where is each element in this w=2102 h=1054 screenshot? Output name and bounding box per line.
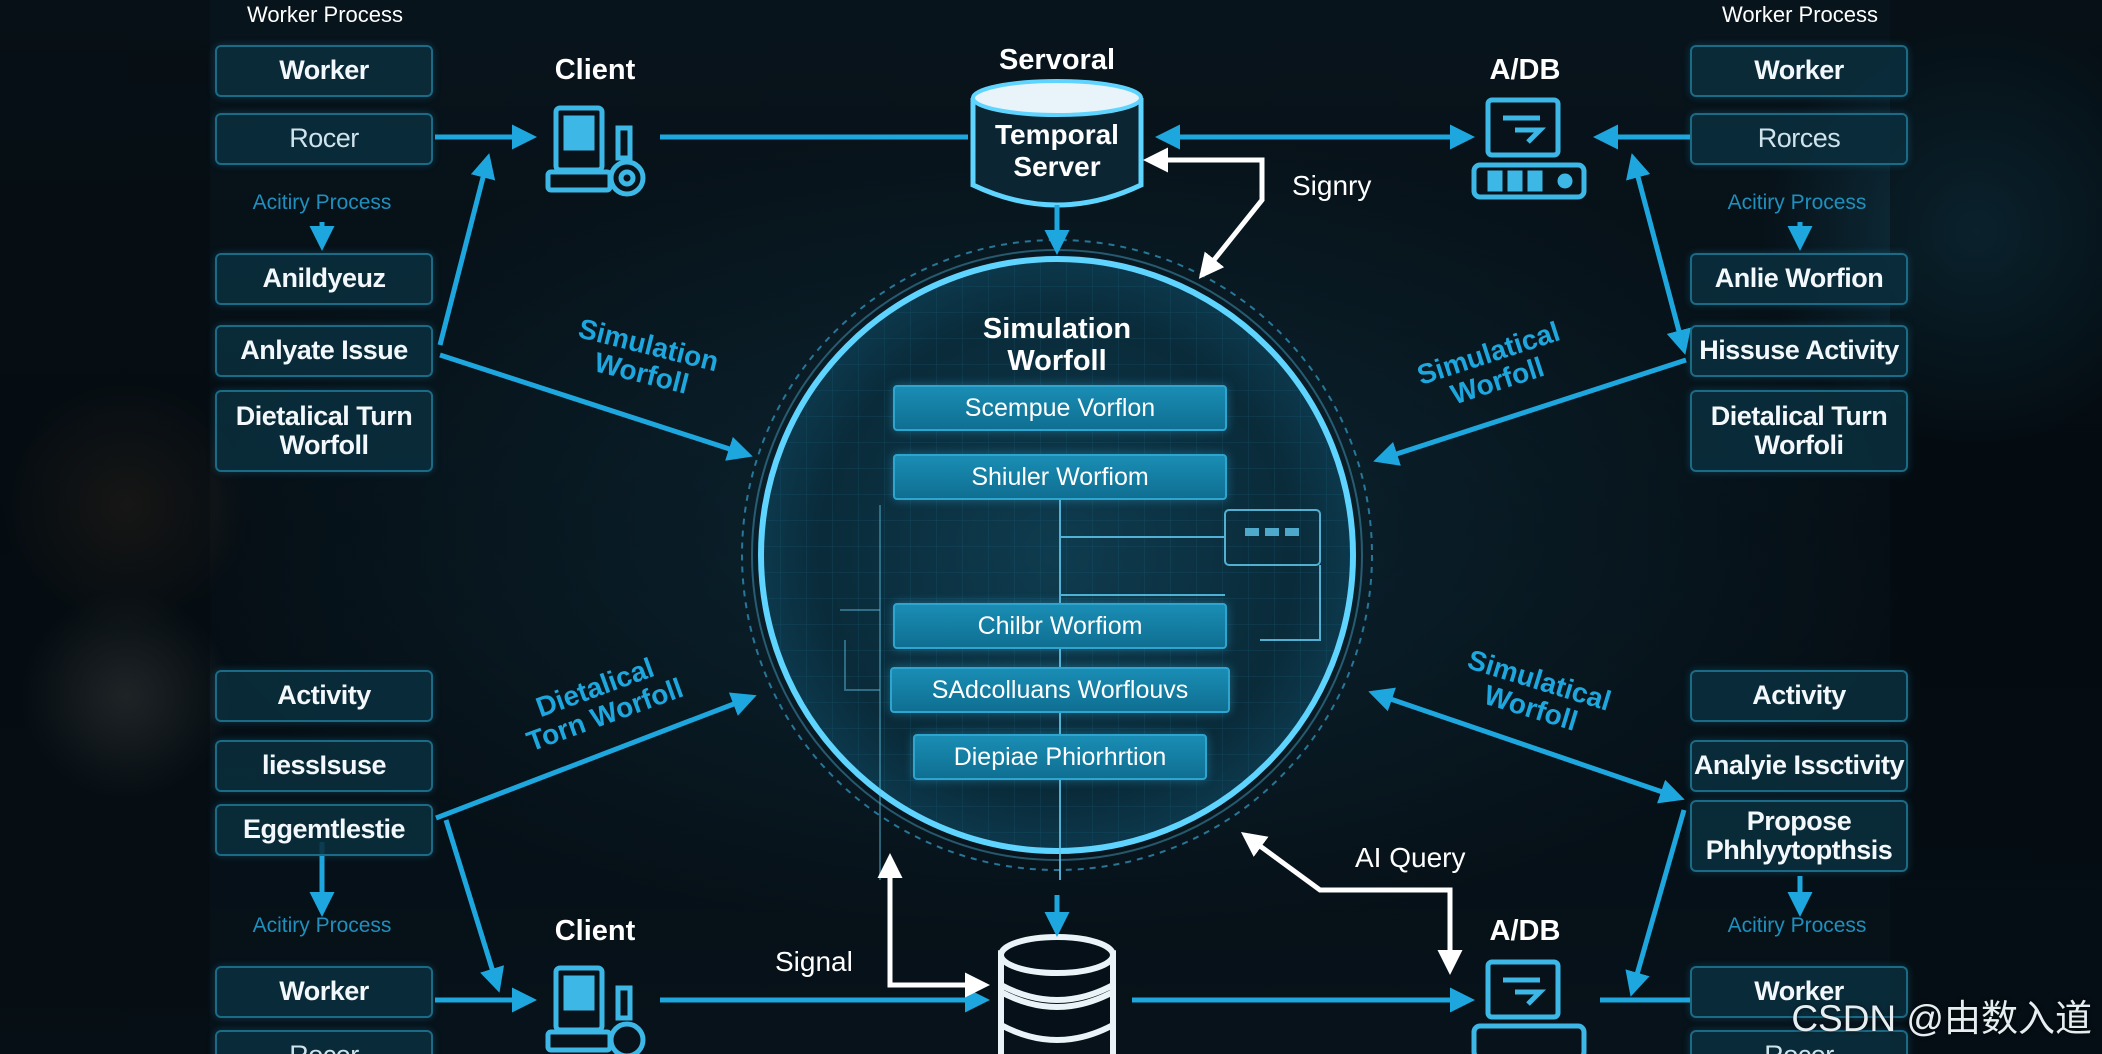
right-top-rorces[interactable]: Rorces: [1690, 113, 1908, 165]
server-line1: Temporal: [995, 119, 1119, 150]
aidb-bottom-label: A/DB: [1489, 915, 1561, 947]
circle-title-line1: Simulation: [982, 313, 1132, 345]
client-top-icon: [545, 105, 646, 197]
arrow-propose-to-aidb: [1625, 809, 1687, 997]
left-top-turn-workflow[interactable]: Dietalical Turn Worfoll: [215, 390, 433, 472]
left-bottom-worker[interactable]: Worker: [215, 966, 433, 1018]
right-top-anlie-worfion[interactable]: Anlie Worfion: [1690, 253, 1908, 305]
arrow-turn-left-bottom: [435, 692, 757, 821]
circle-bar-2[interactable]: Shiuler Worfiom: [893, 454, 1227, 500]
arrow-hissuse-to-rorces: [1626, 153, 1691, 355]
left-top-anildyeuz[interactable]: Anildyeuz: [215, 253, 433, 305]
right-bottom-activity[interactable]: Activity: [1690, 670, 1908, 722]
client-bottom-icon: [545, 965, 646, 1054]
edge-label-ai-query: AI Query: [1355, 842, 1466, 873]
edge-label-signry: Signry: [1292, 170, 1372, 201]
circle-circuit-dots: [1245, 528, 1299, 536]
circle-bar-5[interactable]: Diepiae Phiorhrtion: [913, 734, 1207, 780]
circle-bar-3[interactable]: Chilbr Worfiom: [893, 603, 1227, 649]
right-bottom-worker[interactable]: Worker: [1690, 966, 1908, 1018]
client-top-label: Client: [554, 54, 636, 86]
left-top-header: Worker Process: [246, 2, 404, 27]
bg-shadow-right: [1890, 0, 2102, 1054]
database-icon: [998, 934, 1116, 1054]
left-bottom-issue[interactable]: liessIsuse: [215, 740, 433, 792]
aidb-top-label: A/DB: [1489, 54, 1561, 86]
right-top-turn-workflow[interactable]: Dietalical Turn Worfoli: [1690, 390, 1908, 472]
circle-ring: [758, 256, 1356, 854]
right-bottom-sub: Acitiry Process: [1727, 914, 1867, 937]
circle-outer-dashed-ring: [741, 239, 1373, 871]
left-top-rocer[interactable]: Rocer: [215, 113, 433, 165]
arrow-group-white: [877, 147, 1463, 998]
arrow-sim-left-top: [439, 352, 753, 461]
right-top-hissuse-activity[interactable]: Hissuse Activity: [1690, 325, 1908, 377]
left-top-analyze-issue[interactable]: Anlyate Issue: [215, 325, 433, 377]
left-bottom-activity[interactable]: Activity: [215, 670, 433, 722]
bg-shadow-left: [0, 0, 210, 1054]
circle-bar-4[interactable]: SAdcolluans Worflouvs: [890, 667, 1230, 713]
arrow-signal: [877, 853, 990, 998]
left-top-sub: Acitiry Process: [252, 191, 392, 214]
right-bottom-rocer[interactable]: Rocer: [1690, 1030, 1908, 1054]
right-bottom-propose[interactable]: Propose Phhlyytopthsis: [1690, 800, 1908, 872]
edge-label-signal: Signal: [775, 946, 853, 977]
server-title: Servoral: [998, 44, 1116, 76]
aidb-top-icon: [1471, 97, 1587, 200]
left-top-worker[interactable]: Worker: [215, 45, 433, 97]
arrow-egg-to-client-bottom: [443, 819, 505, 993]
right-top-sub: Acitiry Process: [1727, 191, 1867, 214]
right-bottom-analyze[interactable]: Analyie Issctivity: [1690, 740, 1908, 792]
watermark: CSDN @由数入道: [1791, 998, 2092, 1039]
left-bottom-egg[interactable]: Eggemtlestie: [215, 804, 433, 856]
arrow-sim-right-bottom: [1368, 687, 1685, 804]
client-bottom-label: Client: [554, 915, 636, 947]
arrow-sim-right-top: [1373, 357, 1687, 466]
arrow-ai-query: [1240, 832, 1463, 975]
arrow-signry: [1143, 147, 1265, 279]
arrow-analyze-to-client: [437, 153, 496, 346]
left-bottom-rocer[interactable]: Rocer: [215, 1030, 433, 1054]
right-top-header: Worker Process: [1721, 2, 1879, 27]
circle-title-line2: Worfoll: [1007, 345, 1107, 377]
left-bottom-sub: Acitiry Process: [252, 914, 392, 937]
circle-bar-1[interactable]: Scempue Vorflon: [893, 385, 1227, 431]
arrow-group-blue: [309, 124, 1813, 1013]
server-line2: Server: [1013, 151, 1101, 182]
right-top-worker[interactable]: Worker: [1690, 45, 1908, 97]
aidb-bottom-icon: [1471, 959, 1587, 1054]
